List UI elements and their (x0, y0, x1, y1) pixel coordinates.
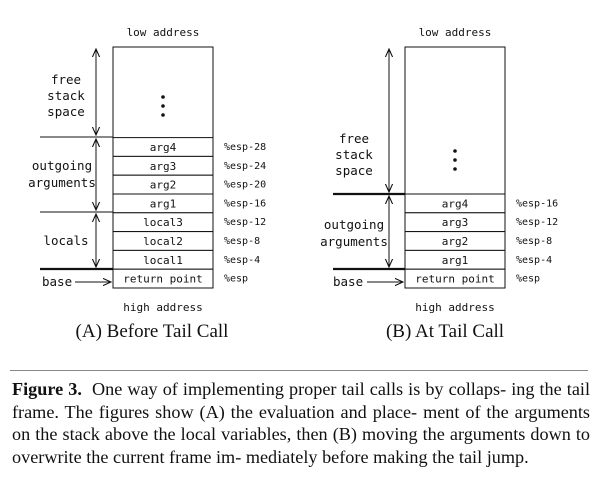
stack-cell-label: arg3 (442, 216, 469, 229)
esp-offset-label: %esp (516, 274, 540, 285)
stack-cell-box (112, 268, 214, 289)
panel-a-subtitle: (A) Before Tail Call (76, 321, 229, 342)
esp-offset-label: %esp-8 (224, 236, 260, 247)
stack-cell-label: arg4 (150, 141, 177, 154)
panel-b-ellipsis-icon (453, 149, 457, 171)
stack-cell-box (404, 268, 506, 289)
panel-b-subtitle: (B) At Tail Call (386, 321, 504, 342)
stack-cell-label: local3 (143, 216, 183, 229)
esp-offset-label: %esp-24 (224, 161, 266, 172)
panel-a-free-label-1: free (51, 72, 81, 87)
panel-a-ellipsis-icon (161, 95, 165, 117)
panel-b-outgoing-label-2: arguments (320, 234, 388, 249)
esp-offset-label: %esp-8 (516, 236, 552, 247)
panel-b-base-label: base (333, 274, 363, 289)
esp-offset-label: %esp-28 (224, 142, 266, 153)
stack-cell-label: arg1 (442, 254, 469, 267)
stack-diagrams: low address arg4 arg3 arg2 arg1 local3 local2… (28, 26, 558, 342)
panel-b-outgoing-label-1: outgoing (324, 217, 384, 232)
panel-b-free-label-2: stack (335, 147, 373, 162)
panel-a-high-address: high address (123, 301, 202, 314)
esp-offset-label: %esp-16 (224, 198, 266, 209)
caption-line-4: (B) moving the arguments down to overwri… (12, 424, 590, 467)
stack-cell-label: local1 (143, 254, 183, 267)
esp-offset-label: %esp-12 (224, 217, 266, 228)
panel-b-high-address: high address (415, 301, 494, 314)
stack-cell-label: return point (123, 273, 202, 286)
panel-a-outgoing-label-1: outgoing (32, 158, 92, 173)
panel-a-free-label-2: stack (47, 88, 85, 103)
panel-a-low-address: low address (127, 26, 200, 39)
stack-cell-label: arg2 (150, 179, 177, 192)
panel-a-outgoing-label-2: arguments (28, 175, 96, 190)
stack-cell-label: arg1 (150, 197, 177, 210)
panel-b-free-label-1: free (339, 131, 369, 146)
panel-a: low address arg4 arg3 arg2 arg1 local3 local2… (28, 26, 266, 342)
esp-offset-label: %esp-12 (516, 217, 558, 228)
caption-line-2: ing the tail frame. The figures show (A)… (12, 379, 591, 422)
caption-line-5: mediately before making the tail jump. (245, 446, 529, 467)
caption-line-3: ment of the arguments on the stack above… (12, 401, 591, 445)
panel-a-free-label-3: space (47, 104, 85, 119)
caption-divider (10, 370, 588, 371)
caption-label: Figure 3. (12, 379, 82, 399)
stack-cell-label: local2 (143, 235, 183, 248)
panel-a-base-label: base (42, 274, 72, 289)
panel-b: low address arg4 arg3 arg2 arg1 return point… (320, 26, 558, 342)
stack-cell-label: arg4 (442, 197, 469, 210)
esp-offset-label: %esp-4 (516, 255, 552, 266)
esp-offset-label: %esp-20 (224, 180, 266, 191)
panel-b-free-label-3: space (335, 163, 373, 178)
stack-cell-label: return point (415, 273, 494, 286)
panel-b-low-address: low address (419, 26, 492, 39)
stack-cell-label: arg3 (150, 160, 177, 173)
figure-caption: Figure 3. One way of implementing proper… (12, 378, 590, 468)
esp-offset-label: %esp-4 (224, 255, 260, 266)
panel-a-locals-label: locals (43, 233, 88, 248)
esp-offset-label: %esp-16 (516, 198, 558, 209)
stack-cell-label: arg2 (442, 235, 469, 248)
esp-offset-label: %esp (224, 274, 248, 285)
caption-line-1: One way of implementing proper tail call… (92, 379, 507, 399)
